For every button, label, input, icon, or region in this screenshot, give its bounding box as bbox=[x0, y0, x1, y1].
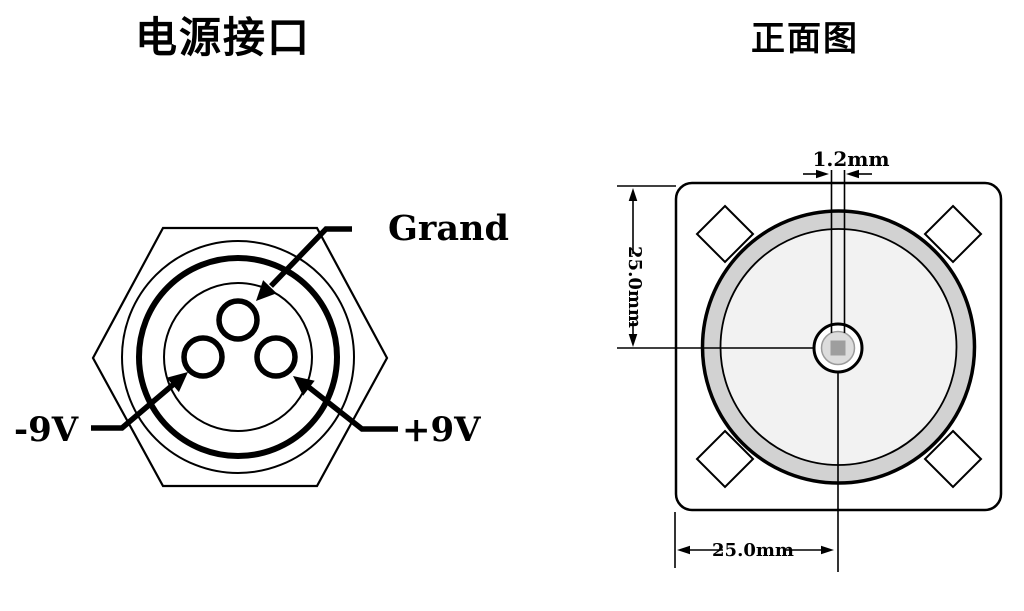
mounting-tab-top-right bbox=[923, 204, 983, 264]
power-connector-title: 电源接口 bbox=[135, 13, 312, 62]
height-dimension: 25.0mm bbox=[617, 185, 676, 347]
ground-leader-arrow bbox=[256, 226, 352, 301]
front-view-figure: 1.2mm 25.0mm 25.0mm bbox=[617, 147, 1003, 572]
gap-dimension: 1.2mm bbox=[803, 147, 890, 179]
connector-outer-circle bbox=[121, 240, 355, 474]
gap-dimension-text: 1.2mm bbox=[812, 147, 889, 171]
width-dimension-text: 25.0mm bbox=[712, 540, 794, 561]
connector-inner-circle bbox=[163, 282, 313, 432]
positive-9v-leader-arrow bbox=[293, 376, 398, 432]
power-connector-figure: Grand -9V +9V bbox=[14, 208, 509, 488]
ground-pin-label: Grand bbox=[388, 208, 509, 249]
positive-9v-label: +9V bbox=[402, 410, 481, 450]
width-dimension: 25.0mm bbox=[674, 512, 834, 568]
height-dimension-text: 25.0mm bbox=[624, 246, 645, 328]
negative-9v-leader-arrow bbox=[91, 372, 188, 431]
connector-thick-circle bbox=[136, 255, 340, 459]
mounting-tab-top-left bbox=[695, 204, 755, 264]
negative-9v-label: -9V bbox=[14, 410, 79, 450]
mounting-tab-bottom-right bbox=[923, 429, 983, 489]
positive-9v-pin bbox=[254, 335, 298, 379]
negative-9v-pin bbox=[181, 335, 225, 379]
front-view-title: 正面图 bbox=[751, 19, 859, 59]
hex-nut-outline bbox=[91, 226, 389, 488]
center-electrode-square bbox=[830, 340, 846, 356]
ground-pin bbox=[216, 298, 260, 342]
mounting-tab-bottom-left bbox=[695, 429, 755, 489]
